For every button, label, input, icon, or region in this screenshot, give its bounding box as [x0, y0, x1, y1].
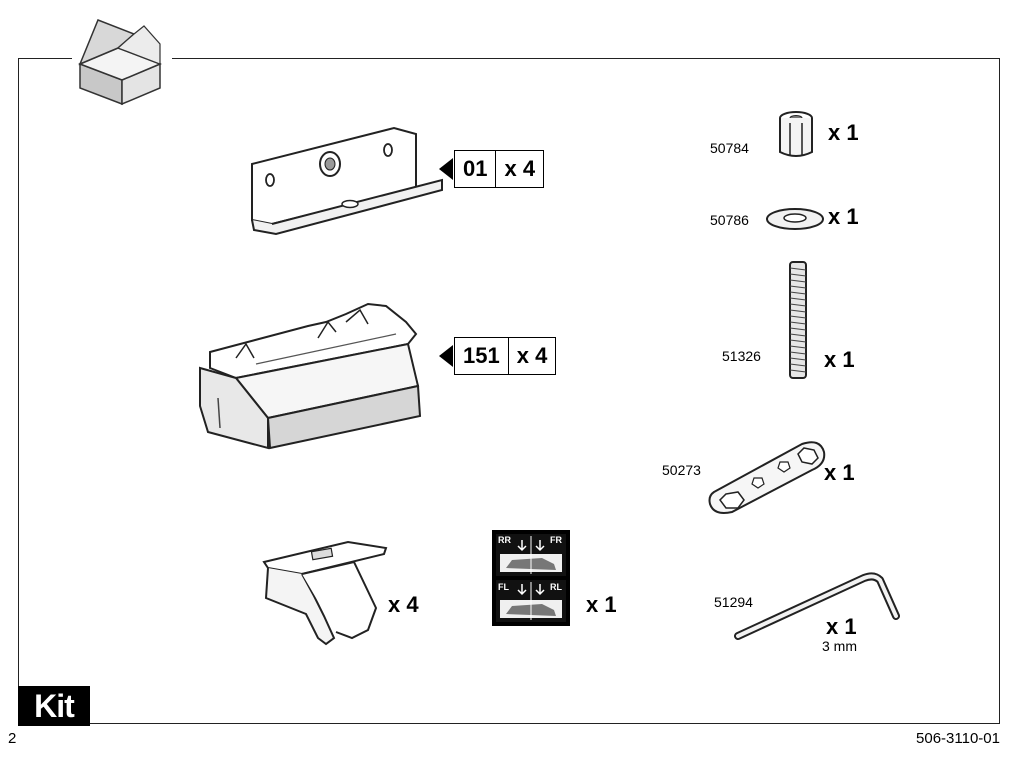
part-quantity: x 4: [504, 156, 536, 181]
threaded-rod-illustration: [789, 261, 807, 379]
sticker-sheet: RR FR FL RL: [492, 530, 570, 626]
washer-part-number: 50786: [710, 212, 749, 228]
wrench-part-number: 50273: [662, 462, 701, 478]
foot-pad-illustration: [199, 302, 422, 450]
sticker-label-fr: FR: [550, 535, 562, 545]
wrench-illustration: [708, 441, 826, 514]
tag-arrow-151: [439, 345, 453, 367]
hex-key-illustration: [734, 572, 900, 640]
page-number: 2: [8, 730, 17, 747]
threaded-rod-quantity: x 1: [824, 347, 855, 372]
foot-plate-illustration: [251, 126, 443, 236]
part-tag-01: 01 x 4: [454, 150, 545, 188]
washer-illustration: [766, 208, 824, 230]
kit-label: Kit: [18, 686, 90, 726]
hex-key-size: 3 mm: [822, 638, 857, 654]
nut-illustration: [779, 111, 813, 157]
part-tag-151: 151 x 4: [454, 337, 557, 375]
tag-arrow-01: [439, 158, 453, 180]
clip-illustration: [262, 540, 388, 646]
sticker-sheet-graphic: [496, 534, 566, 622]
part-code: 151: [455, 338, 509, 374]
washer-quantity: x 1: [828, 204, 859, 229]
sticker-sheet-quantity: x 1: [586, 592, 617, 617]
part-quantity: x 4: [516, 343, 548, 368]
document-code: 506-3110-01: [916, 730, 1000, 747]
page-frame: [18, 58, 1000, 724]
hex-key-quantity: x 1: [826, 614, 857, 639]
sticker-label-fl: FL: [498, 582, 509, 592]
nut-part-number: 50784: [710, 140, 749, 156]
part-code: 01: [455, 151, 497, 187]
nut-quantity: x 1: [828, 120, 859, 145]
sticker-label-rr: RR: [498, 535, 511, 545]
sticker-label-rl: RL: [550, 582, 562, 592]
hex-key-part-number: 51294: [714, 594, 753, 610]
clip-quantity: x 4: [388, 592, 419, 617]
threaded-rod-part-number: 51326: [722, 348, 761, 364]
wrench-quantity: x 1: [824, 460, 855, 485]
box-icon: [72, 14, 172, 106]
